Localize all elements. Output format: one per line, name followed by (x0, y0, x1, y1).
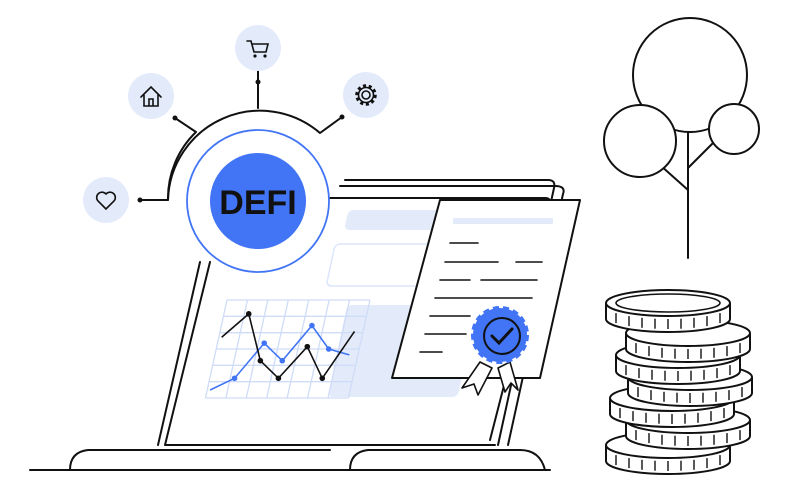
data-point (325, 346, 332, 352)
grid-line (225, 299, 249, 399)
cart-icon (235, 25, 281, 71)
data-point (309, 322, 315, 329)
seal-badge-icon (461, 306, 529, 396)
data-point (319, 375, 326, 382)
data-point (257, 357, 264, 364)
gear-icon (343, 72, 389, 118)
data-point (275, 375, 282, 382)
hub-connectors (137, 69, 345, 203)
defi-badge: DEFI (186, 129, 330, 273)
heart-icon (83, 177, 129, 223)
grid-line (204, 299, 228, 399)
grid-line (286, 299, 310, 399)
grid-line (306, 299, 330, 399)
defi-label: DEFI (219, 184, 296, 222)
data-point (231, 375, 238, 382)
data-point (304, 343, 311, 350)
coin-stack-icon (605, 289, 753, 475)
coin (605, 289, 731, 333)
data-point (245, 311, 252, 317)
grid-line (327, 299, 351, 399)
data-point (279, 357, 286, 364)
certificate (391, 199, 581, 396)
screen-chart (204, 299, 371, 399)
data-point (261, 340, 268, 346)
home-icon (128, 73, 174, 119)
grid-line (347, 299, 371, 399)
grid-line (266, 299, 289, 399)
tree-icon (603, 17, 760, 259)
